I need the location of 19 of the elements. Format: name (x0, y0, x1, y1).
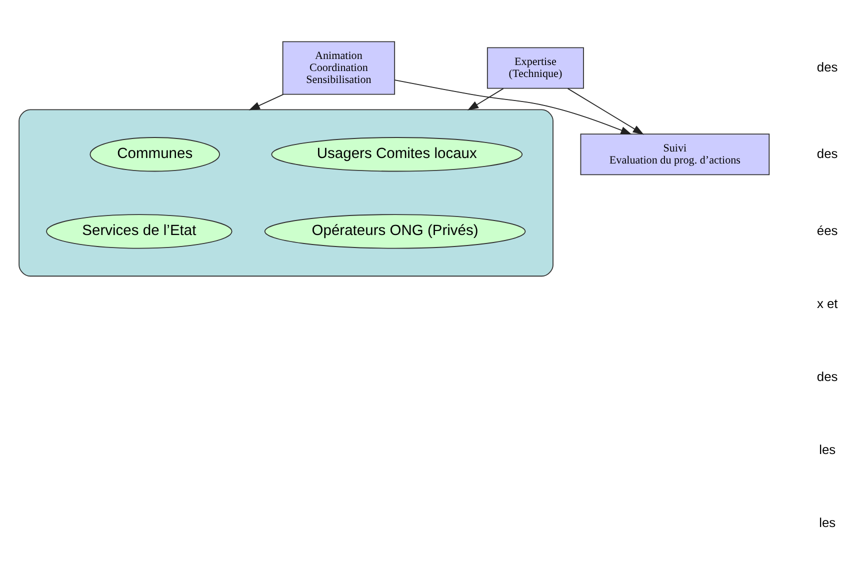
label: les (819, 442, 836, 457)
node-box: Animation Coordination Sensibilisation (282, 40, 396, 94)
node-ellipse: Opérateurs ONG (Privés) (264, 214, 526, 248)
label: des (816, 58, 838, 74)
node-ellipse: Communes (90, 136, 220, 172)
label: x et (816, 296, 838, 311)
arrow (394, 79, 632, 134)
node-box: Expertise (Technique) (486, 46, 584, 88)
arrow (248, 93, 284, 110)
label: les (819, 514, 836, 530)
label: des (816, 145, 838, 160)
node-ellipse: Services de l’Etat (46, 214, 232, 248)
label: des (816, 368, 838, 384)
arrow (467, 88, 504, 110)
label: ées (816, 222, 838, 238)
cluster (18, 108, 554, 276)
node-box: Suivi Evaluation du prog. d’actions (580, 133, 770, 175)
node-ellipse: Usagers Comites locaux (271, 136, 523, 172)
arrow (567, 88, 644, 134)
